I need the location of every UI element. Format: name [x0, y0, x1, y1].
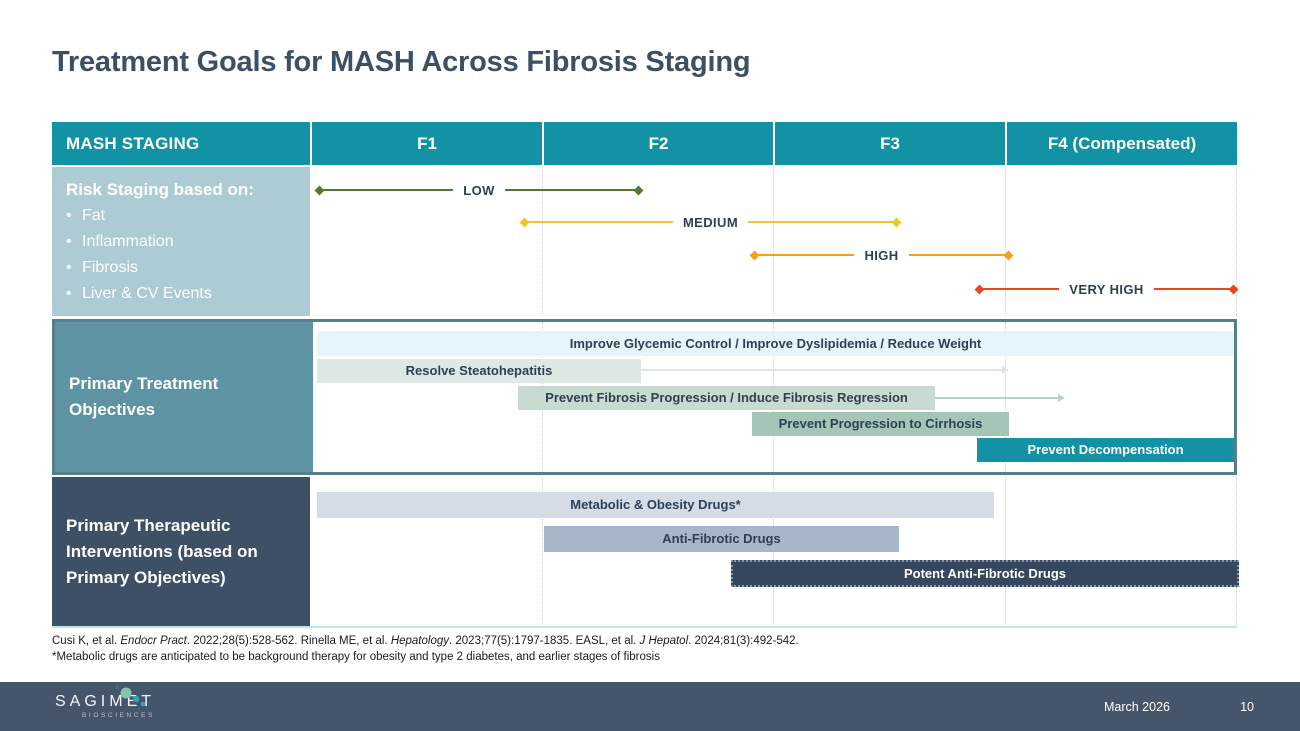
- column-divider: [1236, 167, 1237, 316]
- objective-bar-prevent-decompensation: Prevent Decompensation: [977, 438, 1234, 462]
- objectives-label-cell: Primary Treatment Objectives: [55, 322, 313, 472]
- intervention-bar-metabolic-obesity-drugs: Metabolic & Obesity Drugs*: [317, 492, 994, 518]
- risk-arrow-low-label: LOW: [463, 182, 495, 198]
- asterisk-note: *Metabolic drugs are anticipated to be b…: [52, 650, 660, 663]
- column-divider: [1236, 477, 1237, 626]
- diamond-endpoint-icon: [974, 284, 985, 294]
- logo-dots-icon: [114, 684, 146, 711]
- bullet-icon: •: [66, 285, 72, 302]
- journal-name: Hepatology: [390, 635, 449, 647]
- risk-arrow-high: HIGH: [749, 246, 1014, 264]
- bullet-icon: •: [66, 207, 72, 224]
- risk-bullet-liver-cv-events: •Liver & CV Events: [66, 281, 298, 307]
- bullet-icon: •: [66, 259, 72, 276]
- journal-name: J Hepatol: [639, 635, 689, 647]
- column-label-f4: F4 (Compensated): [1047, 133, 1197, 153]
- risk-arrow-very-high-label: VERY HIGH: [1069, 281, 1144, 297]
- diamond-endpoint-icon: [1228, 284, 1239, 294]
- diamond-endpoint-icon: [314, 185, 325, 195]
- column-label-f2: F2: [648, 133, 669, 153]
- citation-line: Cusi K, et al. Endocr Pract. 2022;28(5):…: [52, 635, 799, 647]
- header-cell-f4: F4 (Compensated): [1007, 122, 1237, 165]
- risk-arrow-medium: MEDIUM: [519, 213, 902, 231]
- objective-bar-glycemic-control: Improve Glycemic Control / Improve Dysli…: [317, 331, 1234, 356]
- slide-date: March 2026: [1103, 699, 1170, 714]
- column-divider: [542, 477, 543, 626]
- column-label-f1: F1: [417, 133, 437, 153]
- header-cell-f3: F3: [775, 122, 1005, 165]
- risk-staging-heading: Risk Staging based on:: [66, 180, 254, 199]
- footer-bar: SAGIMET BIOSCIENCES March 2026 10: [0, 682, 1300, 731]
- risk-arrow-low: LOW: [314, 181, 644, 199]
- risk-staging-label-cell: Risk Staging based on: •Fat •Inflammatio…: [52, 167, 310, 316]
- diamond-endpoint-icon: [891, 217, 902, 227]
- primary-treatment-objectives-row: Primary Treatment Objectives Improve Gly…: [52, 319, 1237, 475]
- column-divider: [542, 167, 543, 316]
- interventions-label-cell: Primary Therapeutic Interventions (based…: [52, 477, 310, 626]
- page-number: 10: [1240, 699, 1254, 714]
- footnotes: Cusi K, et al. Endocr Pract. 2022;28(5):…: [52, 634, 799, 665]
- risk-bullet-inflammation: •Inflammation: [66, 229, 298, 255]
- objective-bar-prevent-progression-to-cirrhosis: Prevent Progression to Cirrhosis: [752, 412, 1009, 436]
- header-label: MASH STAGING: [66, 133, 200, 153]
- risk-arrow-very-high: VERY HIGH: [974, 280, 1239, 298]
- risk-bullet-fibrosis: •Fibrosis: [66, 255, 298, 281]
- header-cell-mash-staging: MASH STAGING: [52, 122, 310, 165]
- intervention-bar-anti-fibrotic-drugs: Anti-Fibrotic Drugs: [544, 526, 899, 552]
- column-divider: [773, 167, 774, 316]
- risk-staging-row: Risk Staging based on: •Fat •Inflammatio…: [52, 167, 1239, 316]
- resolve-steatohepatitis-extension-arrow: [641, 366, 1009, 374]
- diamond-endpoint-icon: [633, 185, 644, 195]
- column-label-f3: F3: [880, 133, 900, 153]
- diamond-endpoint-icon: [1003, 250, 1014, 260]
- risk-arrow-high-label: HIGH: [864, 247, 899, 263]
- prevent-fibrosis-extension-arrow: [935, 394, 1065, 402]
- risk-bullet-fat: •Fat: [66, 203, 298, 229]
- diamond-endpoint-icon: [749, 250, 760, 260]
- objectives-label: Primary Treatment Objectives: [69, 374, 219, 419]
- objective-bar-prevent-fibrosis-progression: Prevent Fibrosis Progression / Induce Fi…: [518, 386, 935, 410]
- journal-name: Endocr Pract: [120, 635, 187, 647]
- column-divider: [1005, 167, 1006, 316]
- page-title: Treatment Goals for MASH Across Fibrosis…: [52, 46, 751, 78]
- brand-subtitle: BIOSCIENCES: [81, 712, 156, 719]
- intervention-bar-potent-anti-fibrotic-drugs: Potent Anti-Fibrotic Drugs: [731, 560, 1239, 587]
- interventions-label: Primary Therapeutic Interventions (based…: [66, 515, 258, 587]
- objective-bar-resolve-steatohepatitis: Resolve Steatohepatitis: [317, 359, 641, 383]
- primary-therapeutic-interventions-row: Primary Therapeutic Interventions (based…: [52, 477, 1239, 628]
- diamond-endpoint-icon: [519, 217, 530, 227]
- header-cell-f1: F1: [312, 122, 542, 165]
- header-cell-f2: F2: [544, 122, 773, 165]
- bullet-icon: •: [66, 233, 72, 250]
- risk-arrow-medium-label: MEDIUM: [682, 214, 739, 230]
- column-divider: [1005, 477, 1006, 626]
